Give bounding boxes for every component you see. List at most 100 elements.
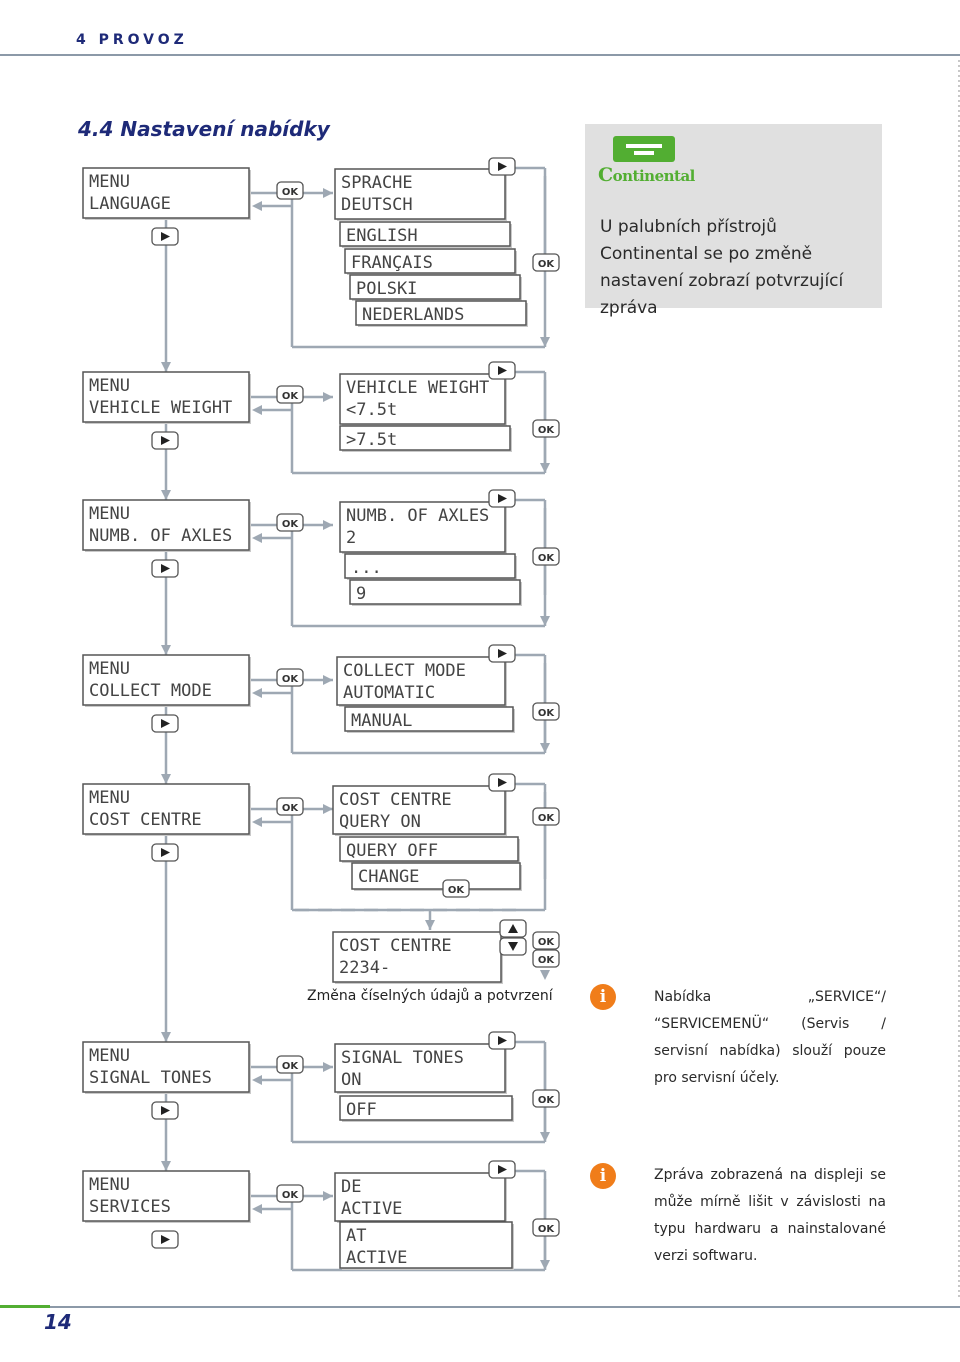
box-frame — [82, 167, 250, 219]
box-line: COST CENTRE — [89, 810, 202, 830]
box-line: <7.5t — [346, 400, 397, 420]
arrowhead — [161, 1032, 171, 1042]
ok-label: OK — [282, 519, 300, 530]
box-line: MENU — [89, 376, 130, 396]
arrowhead — [323, 1191, 333, 1201]
ok-frame — [532, 931, 560, 950]
box-line: DE — [341, 1177, 361, 1197]
option-box: OFF — [339, 1095, 514, 1122]
lcd-boxes: MENULANGUAGESPRACHEDEUTSCHENGLISHFRANÇAI… — [82, 167, 528, 1270]
option-box: MANUAL — [344, 706, 515, 733]
footer-accent — [0, 1305, 50, 1308]
header-rule — [0, 54, 960, 56]
ok-frame — [532, 949, 560, 968]
arrow-right-icon — [161, 1235, 170, 1244]
arrow-down-icon — [508, 942, 518, 951]
box-line: QUERY ON — [339, 812, 421, 832]
box-line: VEHICLE WEIGHT — [89, 398, 232, 418]
arrowhead — [425, 920, 435, 930]
arrow-right-button — [488, 773, 516, 792]
box-line: COLLECT MODE — [343, 661, 466, 681]
box-line: COST CENTRE — [339, 936, 452, 956]
box-line: AUTOMATIC — [343, 683, 435, 703]
ok-label: OK — [282, 391, 300, 402]
box-frame — [82, 371, 250, 423]
arrowhead — [161, 645, 171, 655]
arrowhead — [161, 362, 171, 372]
box-line: >7.5t — [346, 430, 397, 450]
arrowhead — [540, 1260, 550, 1270]
arrow-right-icon — [161, 719, 170, 728]
box-line: ON — [341, 1070, 361, 1090]
option-box: >7.5t — [339, 425, 512, 452]
arrowhead — [252, 405, 262, 415]
arrowhead — [540, 337, 550, 347]
box-frame — [334, 1043, 506, 1093]
ok-frame — [276, 385, 304, 404]
box-line: SIGNAL TONES — [341, 1048, 464, 1068]
box-line: NUMB. OF AXLES — [346, 506, 489, 526]
box-frame — [339, 1221, 513, 1269]
arrow-right-button — [488, 361, 516, 380]
arrowhead — [323, 392, 333, 402]
arrow-right-button — [488, 1031, 516, 1050]
box-line: MENU — [89, 172, 130, 192]
ok-label: OK — [282, 803, 300, 814]
ok-button: OK — [532, 1089, 560, 1108]
ok-button: OK — [276, 385, 304, 404]
option-box: VEHICLE WEIGHT<7.5t — [339, 373, 507, 426]
note-display: Zpráva zobrazená na displeji se může mír… — [654, 1167, 886, 1264]
ok-frame — [276, 1184, 304, 1203]
box-line: 2 — [346, 528, 356, 548]
box-frame — [82, 783, 250, 835]
page-title: 4.4 Nastavení nabídky — [78, 117, 330, 141]
box-line: 2234- — [339, 958, 390, 978]
cost-entry-caption: Změna číselných údajů a potvrzení — [307, 988, 553, 1004]
ok-button: OK — [276, 668, 304, 687]
box-line: MANUAL — [351, 711, 412, 731]
arrowhead — [161, 1161, 171, 1171]
arrow-up-button — [499, 919, 527, 938]
box-line: NEDERLANDS — [362, 305, 464, 325]
box-frame — [334, 1172, 506, 1222]
section-header: 4 PROVOZ — [76, 32, 188, 48]
ok-label: OK — [538, 708, 556, 719]
ok-button: OK — [276, 513, 304, 532]
box-frame — [82, 654, 250, 706]
ok-frame — [532, 807, 560, 826]
footer-rule — [50, 1306, 960, 1308]
option-box: POLSKI — [349, 274, 522, 301]
arrow-right-icon — [498, 778, 507, 787]
arrow-right-button — [488, 1160, 516, 1179]
box-line: ACTIVE — [341, 1199, 402, 1219]
arrow-right-button — [151, 431, 179, 450]
arrow-right-button — [151, 1230, 179, 1249]
box-line: SPRACHE — [341, 173, 413, 193]
box-line: MENU — [89, 1175, 130, 1195]
box-line: MENU — [89, 659, 130, 679]
ok-label: OK — [538, 937, 556, 948]
option-box: NEDERLANDS — [355, 300, 528, 327]
info-icon: i — [590, 984, 616, 1010]
option-box: 9 — [349, 579, 522, 606]
ok-button: OK — [532, 702, 560, 721]
arrowhead — [540, 616, 550, 626]
box-line: VEHICLE WEIGHT — [346, 378, 489, 398]
box-line: DEUTSCH — [341, 195, 413, 215]
arrow-right-button — [151, 559, 179, 578]
arrow-right-icon — [161, 1106, 170, 1115]
box-line: ACTIVE — [346, 1248, 407, 1268]
arrow-right-icon — [498, 649, 507, 658]
box-frame — [344, 553, 516, 579]
ok-button: OK — [532, 807, 560, 826]
box-frame — [332, 931, 502, 983]
ok-label: OK — [538, 1095, 556, 1106]
